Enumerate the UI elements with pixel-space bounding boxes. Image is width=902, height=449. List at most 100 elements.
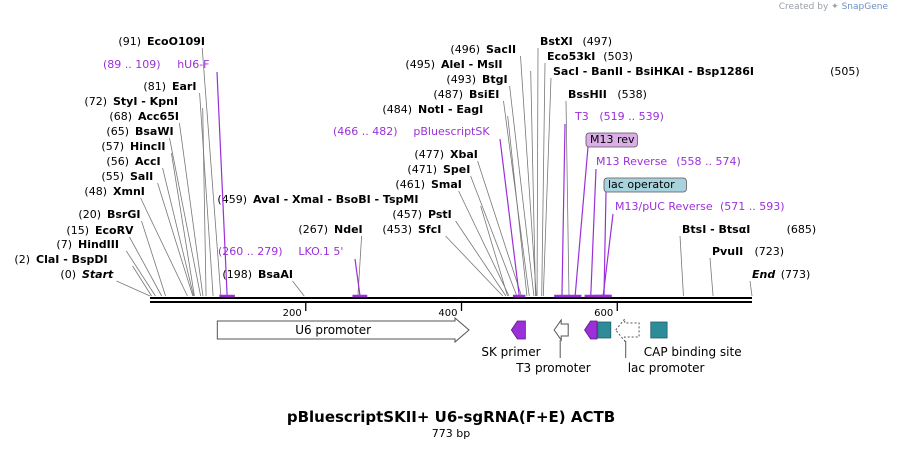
enzyme-name: BtsI - BtsαI — [682, 223, 750, 236]
enzyme-position: (65) — [106, 125, 129, 138]
enzyme-name: NotI - EagI — [418, 103, 483, 116]
enzyme-leader-line — [536, 47, 539, 297]
enzyme-leader-line — [162, 167, 195, 297]
primer-name: LKO.1 5' — [298, 245, 343, 258]
enzyme-position: (773) — [781, 268, 811, 281]
enzyme-name: StyI - KpnI — [113, 95, 178, 108]
enzyme-position: (685) — [787, 223, 817, 236]
enzyme-leader-line — [141, 220, 166, 297]
enzyme-position: (457) — [392, 208, 422, 221]
map-length: 773 bp — [431, 427, 471, 440]
enzyme-leader-line — [749, 280, 753, 297]
primer-leader-line — [561, 123, 566, 296]
primer-range: (260 .. 279) — [218, 245, 283, 258]
enzyme-position: (72) — [84, 95, 107, 108]
enzyme-name: BstXI — [540, 35, 573, 48]
lac-promoter-arrow — [615, 317, 640, 343]
primer-name: hU6-F — [177, 58, 209, 71]
enzyme-name: BtgI — [482, 73, 508, 86]
t3-promoter-arrow — [553, 318, 569, 342]
primer-range: (89 .. 109) — [103, 58, 161, 71]
primer-name: M13/pUC Reverse — [615, 200, 713, 213]
enzyme-position: (471) — [407, 163, 437, 176]
enzyme-position: (0) — [60, 268, 76, 281]
enzyme-leader-line — [140, 197, 188, 297]
enzyme-leader-line — [470, 175, 518, 297]
enzyme-leader-line — [171, 152, 195, 297]
feature-label: lac promoter — [628, 361, 705, 375]
enzyme-leader-line — [520, 55, 537, 297]
enzyme-name: NdeI — [334, 223, 363, 236]
enzyme-leader-line — [530, 70, 536, 297]
enzyme-name: XmnI — [113, 185, 145, 198]
enzyme-position: (15) — [66, 224, 89, 237]
primer-leader-line — [603, 191, 607, 296]
enzyme-position: (538) — [617, 88, 647, 101]
enzyme-name: SacII — [486, 43, 516, 56]
snapgene-watermark: Created by ✦ SnapGene — [779, 2, 888, 12]
enzyme-name: EcoO109I — [147, 35, 205, 48]
enzyme-position: (2) — [14, 253, 30, 266]
enzyme-leader-line — [116, 280, 151, 297]
enzyme-name: SacI - BanII - BsiHKAI - Bsp1286I — [553, 65, 754, 78]
feature-label: U6 promoter — [295, 323, 371, 337]
enzyme-name: EarI — [172, 80, 196, 93]
enzyme-name: Acc65I — [138, 110, 179, 123]
map-title: pBluescriptSKII+ U6-sgRNA(F+E) ACTB — [286, 408, 616, 426]
enzyme-leader-line — [202, 107, 207, 297]
enzyme-name: XbaI — [450, 148, 478, 161]
enzyme-name: EcoRV — [95, 224, 134, 237]
enzyme-position: (57) — [101, 140, 124, 153]
enzyme-position: (81) — [143, 80, 166, 93]
feature-box — [650, 321, 668, 339]
enzyme-position: (453) — [382, 223, 412, 236]
enzyme-position: (496) — [450, 43, 480, 56]
enzyme-name: SfcI — [418, 223, 441, 236]
enzyme-name: BsrGI — [107, 208, 140, 221]
enzyme-position: (198) — [222, 268, 252, 281]
enzyme-position: (20) — [78, 208, 101, 221]
enzyme-leader-line — [445, 235, 504, 297]
enzyme-position: (459) — [217, 193, 247, 206]
feature-label: T3 promoter — [515, 361, 591, 375]
enzyme-name: BssHII — [568, 88, 607, 101]
enzyme-name: SpeI — [443, 163, 470, 176]
enzyme-leader-line — [292, 280, 305, 297]
feature-label: SK primer — [481, 345, 540, 359]
primer-leader-line — [574, 146, 589, 296]
enzyme-leader-line — [157, 182, 194, 297]
enzyme-position: (484) — [382, 103, 412, 116]
enzyme-leader-line — [179, 122, 204, 297]
watermark-prefix: Created by — [778, 2, 829, 12]
primer-leader-line — [590, 168, 597, 296]
enzyme-position: (461) — [395, 178, 425, 191]
primer-range: (466 .. 482) — [333, 125, 398, 138]
primer-leader-line — [216, 71, 228, 296]
ruler-label: 400 — [438, 308, 457, 319]
primer-leader-line — [499, 138, 520, 296]
primer-name: M13 Reverse — [596, 155, 667, 168]
enzyme-position: (487) — [433, 88, 463, 101]
enzyme-leader-line — [509, 85, 535, 297]
enzyme-leader-line — [679, 235, 684, 297]
enzyme-position: (55) — [101, 170, 124, 183]
enzyme-position: (68) — [109, 110, 132, 123]
enzyme-leader-line — [201, 47, 222, 297]
enzyme-position: (56) — [106, 155, 129, 168]
enzyme-leader-line — [129, 236, 163, 297]
ruler-label: 600 — [594, 308, 613, 319]
enzyme-leader-line — [503, 100, 530, 297]
enzyme-position: (723) — [755, 245, 785, 258]
primer-leader-line — [354, 258, 361, 296]
feature-label-text: lac operator — [608, 178, 675, 191]
enzyme-leader-line — [709, 257, 714, 297]
primer-leader-line — [602, 213, 614, 296]
enzyme-leader-line — [199, 92, 214, 297]
feature-box — [597, 321, 612, 339]
enzyme-position: (503) — [603, 50, 633, 63]
primer-range: (558 .. 574) — [676, 155, 741, 168]
enzyme-name: PstI — [428, 208, 452, 221]
enzyme-name: Eco53kI — [547, 50, 595, 63]
watermark-brand: SnapGene — [841, 2, 888, 12]
